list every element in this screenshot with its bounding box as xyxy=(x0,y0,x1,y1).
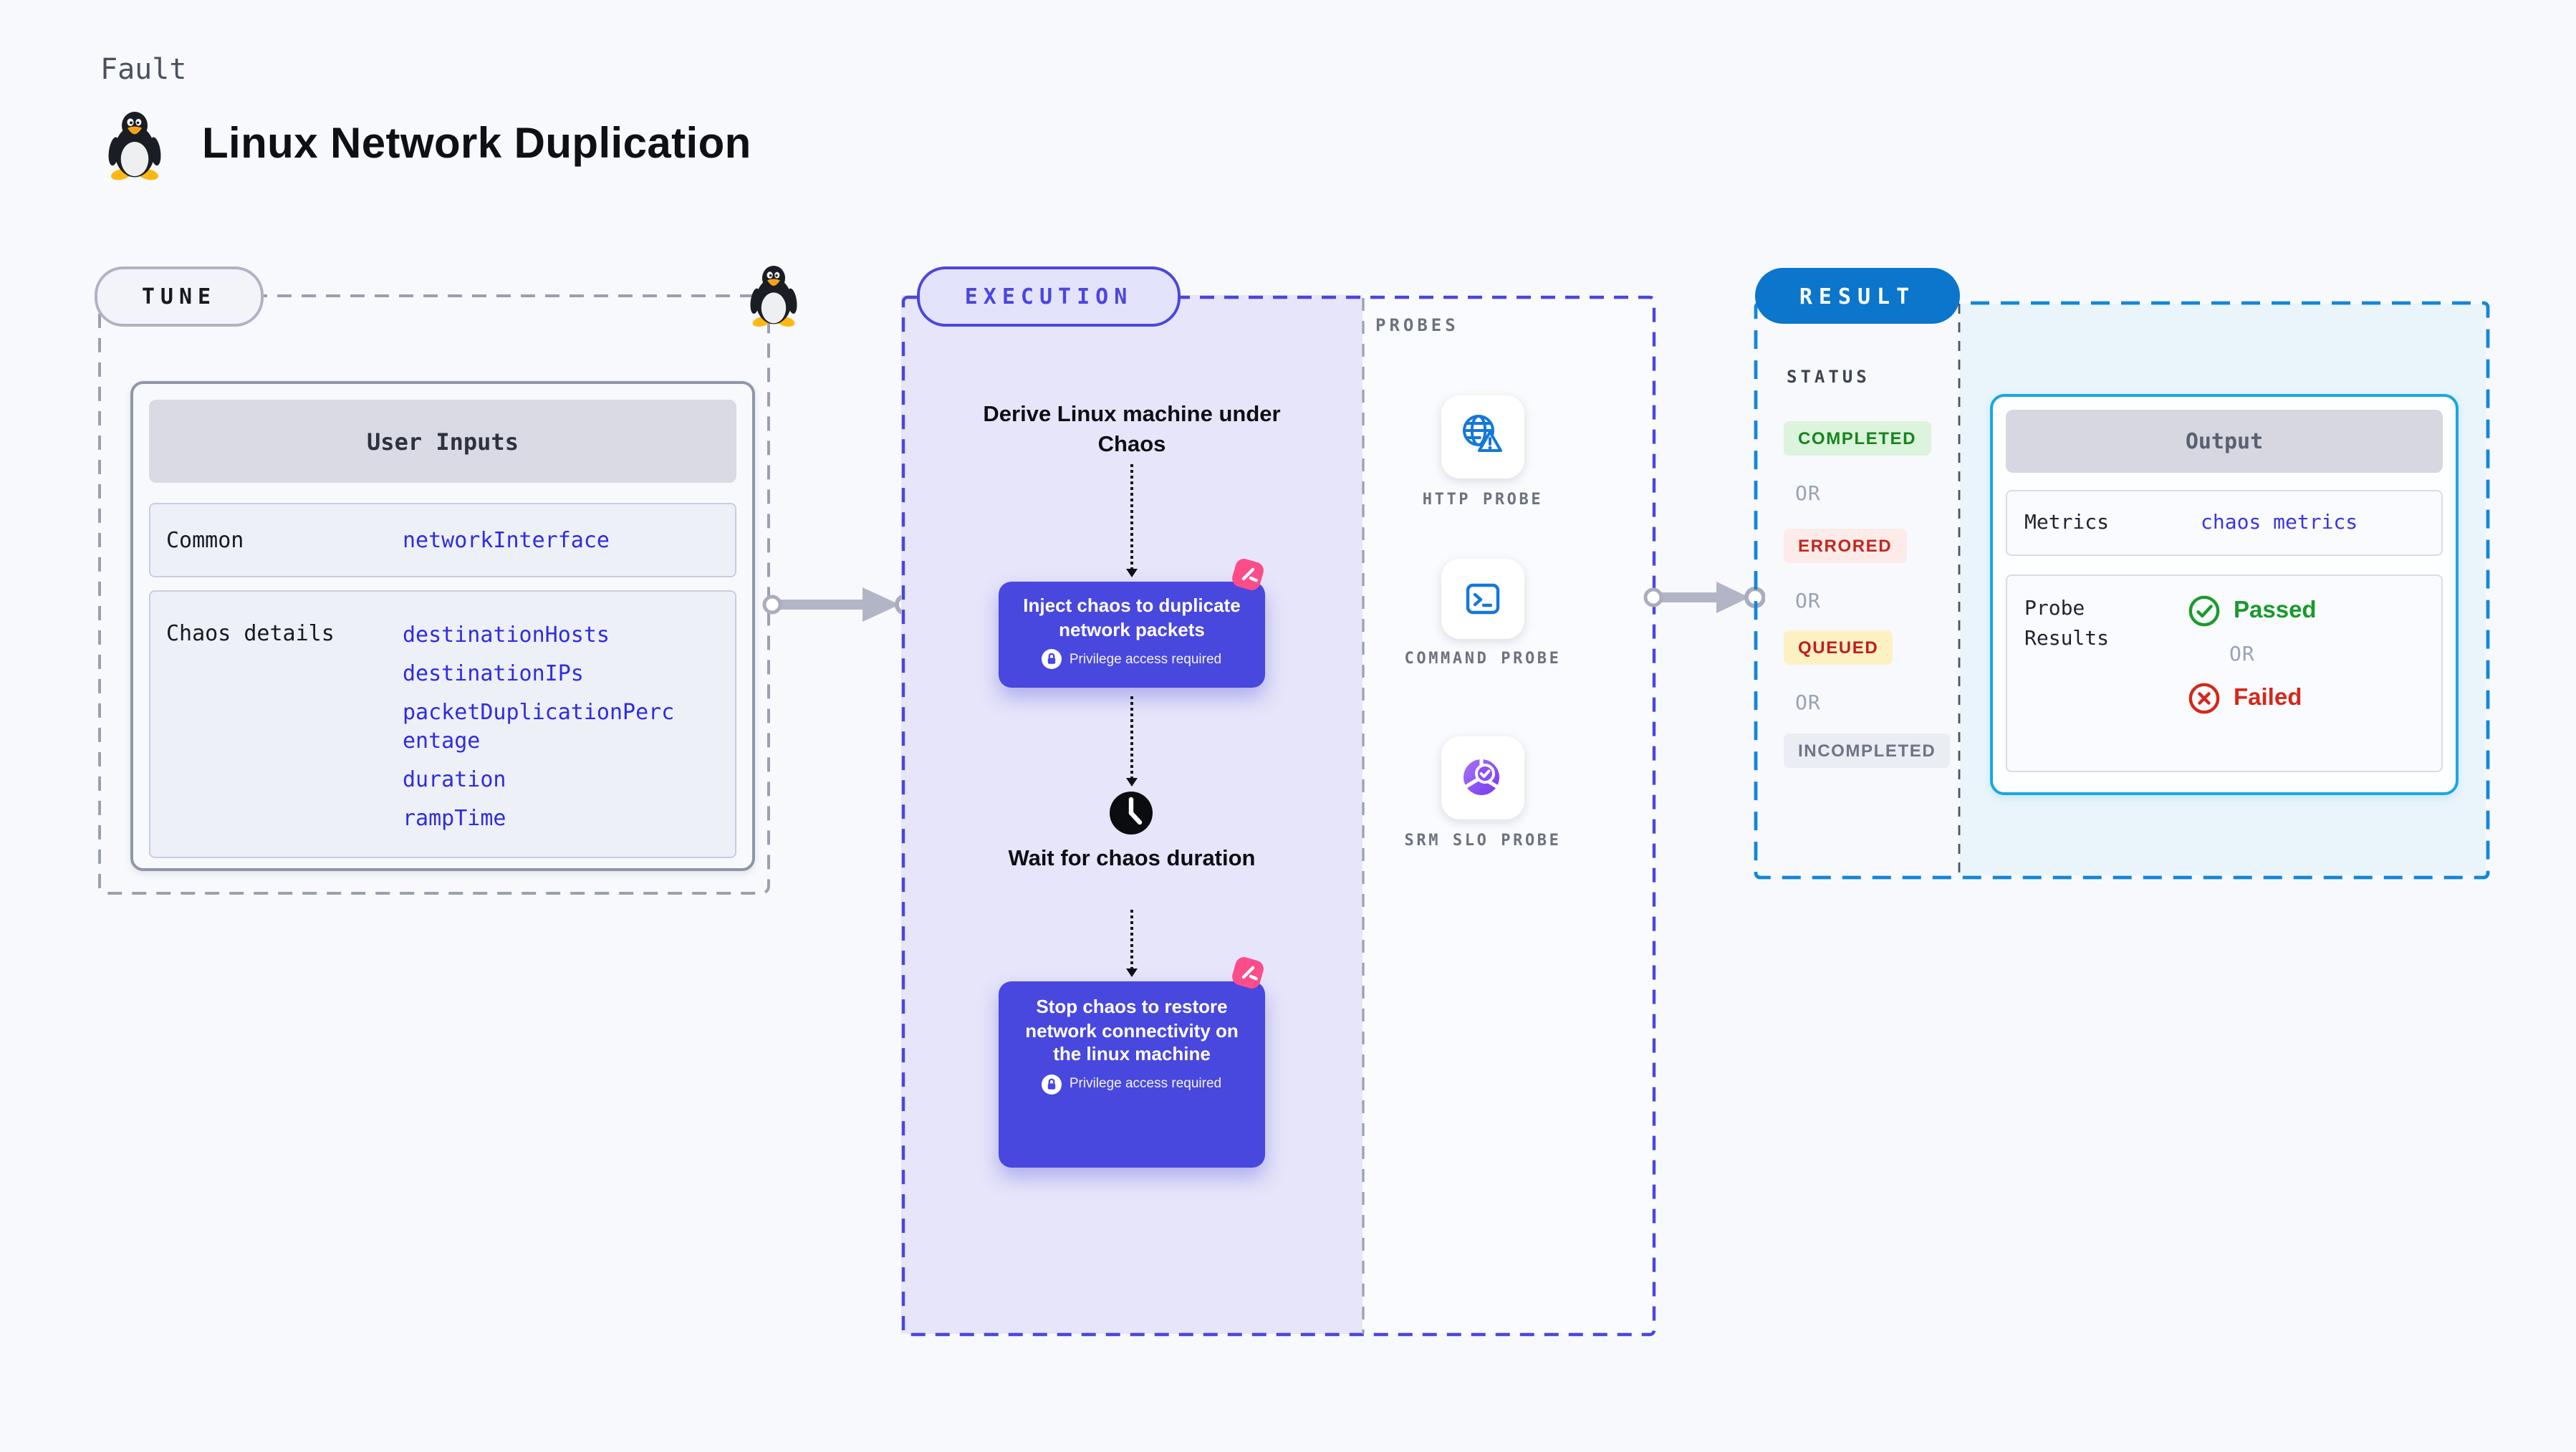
flow-connector xyxy=(1126,910,1138,977)
failed-result: Failed xyxy=(2188,682,2317,715)
arrow-tune-to-execution xyxy=(762,587,916,622)
srm-slo-probe-card xyxy=(1441,736,1524,819)
metrics-row: Metrics chaos metrics xyxy=(2006,490,2443,556)
row-value: packetDuplicationPercentage xyxy=(403,699,675,754)
status-column-label: STATUS xyxy=(1787,367,1870,387)
or-separator: OR xyxy=(1795,483,1821,506)
http-probe-card xyxy=(1441,395,1524,479)
privilege-note: Privilege access required xyxy=(999,1074,1265,1094)
check-circle-icon xyxy=(2188,595,2220,627)
or-separator: OR xyxy=(1795,590,1821,613)
tune-section-badge: TUNE xyxy=(95,266,264,327)
lock-icon xyxy=(1042,649,1062,669)
derive-step-text: Derive Linux machine under Chaos xyxy=(983,403,1281,457)
slo-donut-check-icon xyxy=(1464,759,1499,795)
lock-icon xyxy=(1042,1074,1062,1094)
passed-result: Passed xyxy=(2188,595,2317,628)
x-circle-icon xyxy=(2188,683,2220,714)
probes-label: PROBES xyxy=(1375,315,1459,335)
chaos-icon xyxy=(1232,957,1264,989)
flow-connector xyxy=(1126,464,1138,577)
result-section-badge: RESULT xyxy=(1755,268,1960,324)
privilege-note-text: Privilege access required xyxy=(1069,651,1222,667)
linux-penguin-icon xyxy=(750,265,797,327)
table-row: Common networkInterface xyxy=(149,503,736,577)
failed-label: Failed xyxy=(2234,685,2302,711)
result-badge-label: RESULT xyxy=(1799,283,1916,309)
probe-results-values: Passed OR Failed xyxy=(2168,595,2317,771)
output-header: Output xyxy=(2006,410,2443,473)
terminal-icon xyxy=(1466,583,1500,615)
arrow-execution-to-result xyxy=(1643,582,1765,613)
tune-badge-label: TUNE xyxy=(141,284,217,309)
execution-dashed-border xyxy=(901,295,1656,1337)
stop-step-text: Stop chaos to restore network connectivi… xyxy=(1025,996,1239,1064)
inject-step-text: Inject chaos to duplicate network packet… xyxy=(1023,595,1241,640)
inject-chaos-step: Inject chaos to duplicate network packet… xyxy=(999,582,1265,688)
flow-connector xyxy=(1126,696,1138,787)
probe-results-row: Probe Results Passed OR Failed xyxy=(2006,574,2443,772)
stop-chaos-step: Stop chaos to restore network connectivi… xyxy=(999,981,1265,1168)
row-value: rampTime xyxy=(403,805,506,831)
metrics-value: chaos metrics xyxy=(2201,511,2358,534)
probe-label: COMMAND PROBE xyxy=(1404,649,1562,668)
status-badge-incompleted: INCOMPLETED xyxy=(1784,734,1951,768)
status-badge-errored: ERRORED xyxy=(1784,529,1907,563)
row-label: Chaos details xyxy=(166,620,335,646)
passed-label: Passed xyxy=(2234,597,2317,623)
tune-dashed-border xyxy=(98,294,770,895)
probe-label: SRM SLO PROBE xyxy=(1404,831,1562,850)
globe-alert-icon xyxy=(1463,415,1502,452)
table-row: Chaos details destinationHosts destinati… xyxy=(149,590,736,858)
row-values: destinationHosts destinationIPs packetDu… xyxy=(403,620,675,851)
metrics-label: Metrics xyxy=(2024,511,2110,534)
fault-eyebrow: Fault xyxy=(100,52,187,86)
probe-label: HTTP PROBE xyxy=(1422,490,1544,509)
row-label: Common xyxy=(166,527,244,553)
result-dashed-border xyxy=(1754,301,2490,880)
privilege-note-text: Privilege access required xyxy=(1069,1076,1222,1092)
clock-icon xyxy=(1110,792,1153,835)
or-separator: OR xyxy=(2229,643,2255,666)
execution-badge-label: EXECUTION xyxy=(964,284,1133,309)
probe-results-label: Probe Results xyxy=(2024,597,2110,650)
status-badge-completed: COMPLETED xyxy=(1784,421,1931,456)
execution-section-badge: EXECUTION xyxy=(917,266,1181,327)
command-probe-card xyxy=(1441,559,1524,639)
output-panel: Output Metrics chaos metrics Probe Resul… xyxy=(1990,394,2459,795)
page-title: Linux Network Duplication xyxy=(202,120,751,168)
row-value: duration xyxy=(403,766,506,792)
status-badge-queued: QUEUED xyxy=(1784,630,1893,665)
privilege-note: Privilege access required xyxy=(999,649,1265,669)
wait-step-text: Wait for chaos duration xyxy=(1008,847,1256,871)
chaos-icon xyxy=(1232,559,1264,590)
or-separator: OR xyxy=(1795,692,1821,715)
user-inputs-card: User Inputs Common networkInterface Chao… xyxy=(130,381,755,871)
row-value: networkInterface xyxy=(403,527,610,553)
row-value: destinationIPs xyxy=(403,660,584,686)
linux-penguin-icon xyxy=(108,112,161,181)
row-value: destinationHosts xyxy=(403,622,610,648)
user-inputs-header: User Inputs xyxy=(149,400,736,483)
